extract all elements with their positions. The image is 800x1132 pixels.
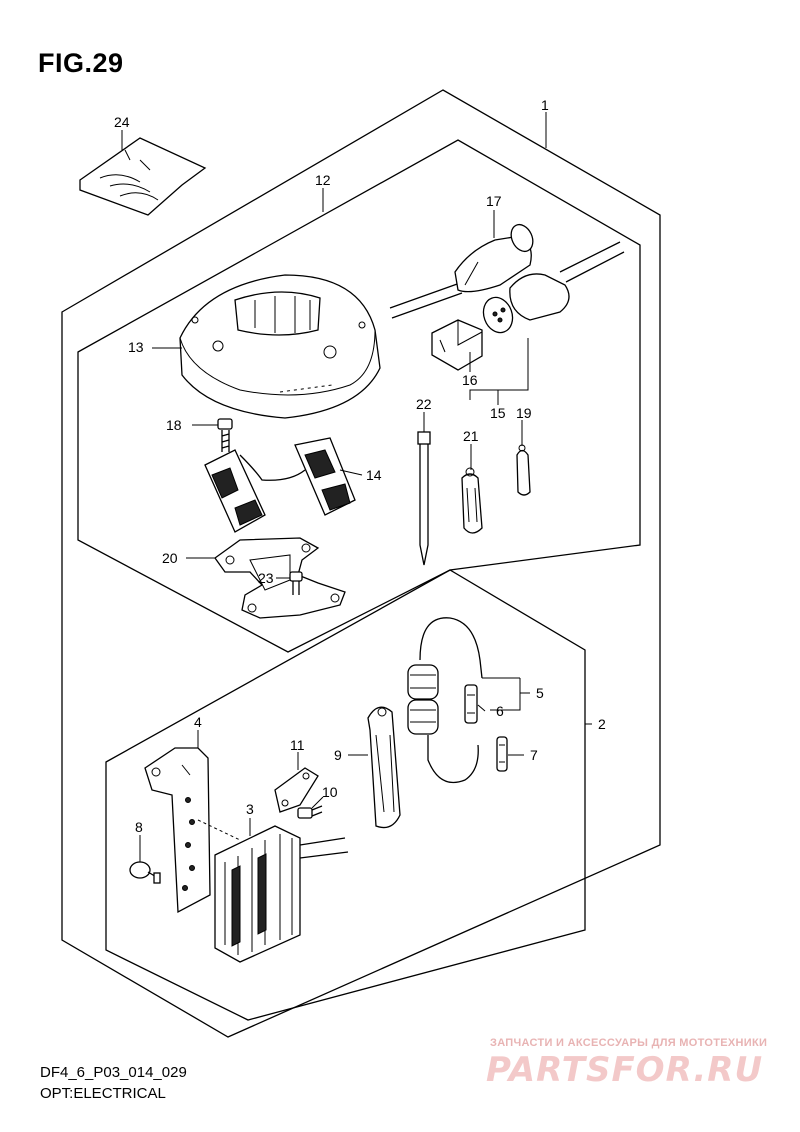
callout-15: 15 [490,405,506,421]
strap-part-9 [367,706,401,829]
figure-code: DF4_6_P03_014_029 [40,1064,187,1081]
watermark-tagline: ЗАПЧАСТИ И АКСЕССУАРЫ ДЛЯ МОТОТЕХНИКИ [490,1037,768,1049]
bag-part-24 [79,137,207,216]
fuse-part-6 [464,684,478,724]
kit-outline-12 [77,139,641,653]
screw-part-23 [289,571,303,595]
callout-24: 24 [114,114,130,130]
callout-23: 23 [258,570,274,586]
callout-11: 11 [290,737,305,753]
watermark-logo: PARTSFOR.RU [486,1050,764,1090]
callout-6: 6 [496,703,504,719]
callout-10: 10 [322,784,338,800]
terminal-part-19 [516,444,531,496]
callout-17: 17 [486,193,502,209]
fuse-part-7 [496,736,508,772]
screw-part-10 [297,805,323,819]
kit-outline-2 [105,569,586,1021]
callout-16: 16 [462,372,478,388]
figure-title: FIG.29 [38,48,124,78]
bracket-part-11 [274,767,319,813]
fuse-holder-part-5 [407,617,483,784]
callout-1: 1 [541,97,549,113]
regulator-part-3 [197,819,349,963]
connector-part-15 [431,241,625,371]
screw-part-18 [217,418,233,452]
callout-2: 2 [598,716,606,732]
callout-3: 3 [246,801,254,817]
terminal-part-21 [461,467,483,534]
callout-7: 7 [530,747,538,763]
figure-caption: OPT:ELECTRICAL [40,1085,166,1102]
stator-plate-part-13 [179,274,381,419]
callout-22: 22 [416,396,432,412]
kit-outline-1 [61,89,661,1038]
bracket-part-4 [144,747,211,914]
leader-lines [121,112,592,862]
callout-19: 19 [516,405,532,421]
callout-12: 12 [315,172,331,188]
callout-9: 9 [334,747,342,763]
plug-part-8 [129,861,161,884]
callout-18: 18 [166,417,182,433]
cable-tie-part-22 [417,431,431,566]
callout-4: 4 [194,714,202,730]
callout-20: 20 [162,550,178,566]
connector-part-17 [389,223,534,319]
callout-5: 5 [536,685,544,701]
callout-13: 13 [128,339,144,355]
brush-holder-part-14 [204,437,356,533]
callout-21: 21 [463,428,479,444]
callout-8: 8 [135,819,143,835]
callout-14: 14 [366,467,382,483]
